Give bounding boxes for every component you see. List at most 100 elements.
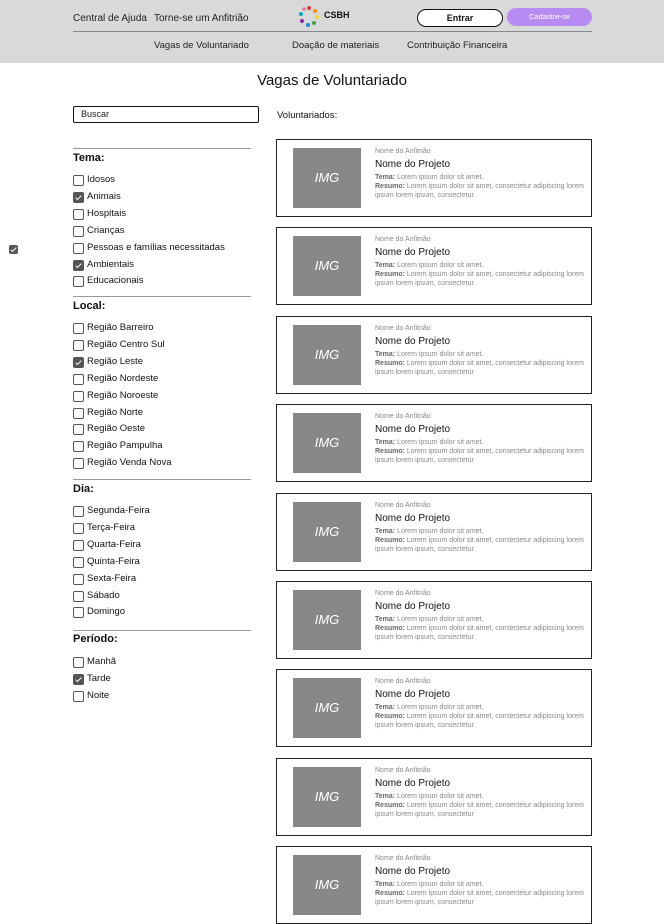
- project-title[interactable]: Nome do Projeto: [375, 777, 451, 789]
- tema-label: Tema:: [375, 881, 396, 889]
- checkbox[interactable]: [73, 673, 84, 685]
- checkbox[interactable]: [73, 539, 84, 551]
- checkbox[interactable]: [73, 191, 84, 203]
- project-title[interactable]: Nome do Projeto: [375, 601, 451, 612]
- project-title[interactable]: Nome do Projeto: [375, 335, 451, 347]
- project-title[interactable]: Nome do Projeto: [375, 159, 451, 170]
- tema-text: Lorem ipsum dolor sit amet.: [397, 262, 484, 270]
- resumo-label: Resumo:: [375, 448, 405, 456]
- divider: [73, 296, 251, 297]
- checkbox[interactable]: [73, 657, 84, 668]
- checkbox[interactable]: [73, 259, 84, 271]
- filter-option-label: Terça-Feira: [87, 521, 136, 533]
- logo-text: CSBH: [324, 10, 350, 20]
- host-name: Nome do Anfitrião: [375, 413, 431, 421]
- checkbox[interactable]: [73, 339, 84, 351]
- checkbox[interactable]: [73, 225, 84, 237]
- host-name: Nome do Anfitrião: [375, 148, 431, 155]
- filter-option-label: Hospitais: [87, 207, 127, 219]
- checkbox[interactable]: [73, 276, 84, 288]
- checkbox[interactable]: [73, 390, 84, 402]
- checkbox[interactable]: [73, 208, 84, 220]
- checkbox[interactable]: [73, 323, 84, 334]
- checkbox[interactable]: [73, 356, 84, 368]
- checkbox[interactable]: [73, 373, 84, 385]
- project-title[interactable]: Nome do Projeto: [375, 247, 451, 259]
- checkbox[interactable]: [73, 590, 84, 602]
- checkbox[interactable]: [73, 573, 84, 585]
- tema-text: Lorem ipsum dolor sit amet.: [397, 439, 484, 447]
- top-header: Central de Ajuda Torne-se um Anfitrião C…: [0, 0, 664, 63]
- project-image-placeholder: IMG: [293, 324, 361, 385]
- nav-material-donation[interactable]: Doação de materiais: [292, 40, 380, 51]
- nav-financial-contribution[interactable]: Contribuição Financeira: [407, 40, 508, 51]
- checkbox[interactable]: [73, 607, 84, 619]
- tema-label: Tema:: [375, 527, 396, 535]
- filter-option-label: Região Leste: [87, 355, 143, 367]
- host-name: Nome do Anfitrião: [375, 324, 431, 332]
- filter-option-label: Região Nordeste: [87, 372, 159, 384]
- resumo-label: Resumo:: [375, 801, 405, 809]
- page-title: Vagas de Voluntariado: [257, 72, 407, 89]
- project-description: Tema: Lorem ipsum dolor sit amet.Resumo:…: [375, 438, 585, 465]
- tema-text: Lorem ipsum dolor sit amet.: [397, 616, 484, 623]
- nav-volunteer-jobs[interactable]: Vagas de Voluntariado: [154, 40, 249, 51]
- host-name: Nome do Anfitrião: [375, 590, 431, 597]
- checkbox[interactable]: [73, 407, 84, 419]
- project-image-placeholder: IMG: [293, 766, 361, 827]
- checkbox[interactable]: [73, 522, 84, 534]
- project-title[interactable]: Nome do Projeto: [375, 424, 451, 436]
- filter-title-periodo: Período:: [73, 633, 118, 645]
- filter-option-label: Noite: [87, 689, 110, 701]
- checkbox[interactable]: [73, 690, 84, 702]
- resumo-text: Lorem ipsum dolor sit amet, consectetur …: [375, 536, 584, 553]
- checkbox[interactable]: [73, 458, 84, 470]
- become-host-link[interactable]: Torne-se um Anfitrião: [154, 13, 249, 24]
- search-input[interactable]: Buscar: [73, 106, 259, 123]
- login-button[interactable]: Entrar: [417, 9, 503, 27]
- signup-button[interactable]: Cadastre-se: [507, 8, 592, 26]
- project-title[interactable]: Nome do Projeto: [375, 689, 451, 701]
- filter-option-label: Região Centro Sul: [87, 338, 165, 350]
- resumo-label: Resumo:: [375, 359, 405, 367]
- host-name: Nome do Anfitrião: [375, 766, 431, 774]
- checkbox[interactable]: [73, 556, 84, 568]
- checkbox[interactable]: [73, 441, 84, 453]
- checkbox[interactable]: [73, 424, 84, 436]
- divider: [73, 630, 251, 631]
- filter-option-label: Segunda-Feira: [87, 505, 150, 516]
- resumo-label: Resumo:: [375, 890, 405, 898]
- list-label: Voluntariados:: [277, 110, 338, 121]
- project-title[interactable]: Nome do Projeto: [375, 512, 451, 524]
- divider: [73, 479, 251, 480]
- filter-option-label: Tarde: [87, 672, 111, 684]
- filter-title-tema: Tema:: [73, 152, 105, 164]
- filter-option-label: Quinta-Feira: [87, 555, 140, 567]
- resumo-label: Resumo:: [375, 271, 405, 279]
- checkbox[interactable]: [73, 506, 84, 517]
- tema-label: Tema:: [375, 439, 396, 447]
- checkbox[interactable]: [9, 245, 18, 254]
- tema-text: Lorem ipsum dolor sit amet.: [397, 527, 484, 535]
- checkbox[interactable]: [73, 175, 84, 186]
- tema-label: Tema:: [375, 792, 396, 800]
- resumo-label: Resumo:: [375, 625, 405, 632]
- help-center-link[interactable]: Central de Ajuda: [73, 13, 147, 24]
- checkbox[interactable]: [73, 242, 84, 254]
- project-image-placeholder: IMG: [293, 678, 361, 739]
- logo[interactable]: CSBH: [297, 4, 357, 28]
- resumo-text: Lorem ipsum dolor sit amet, consectetur …: [375, 713, 584, 730]
- project-title[interactable]: Nome do Projeto: [375, 866, 451, 878]
- project-description: Tema: Lorem ipsum dolor sit amet.Resumo:…: [375, 703, 585, 730]
- host-name: Nome do Anfitrião: [375, 855, 431, 863]
- project-image-placeholder: IMG: [293, 236, 361, 297]
